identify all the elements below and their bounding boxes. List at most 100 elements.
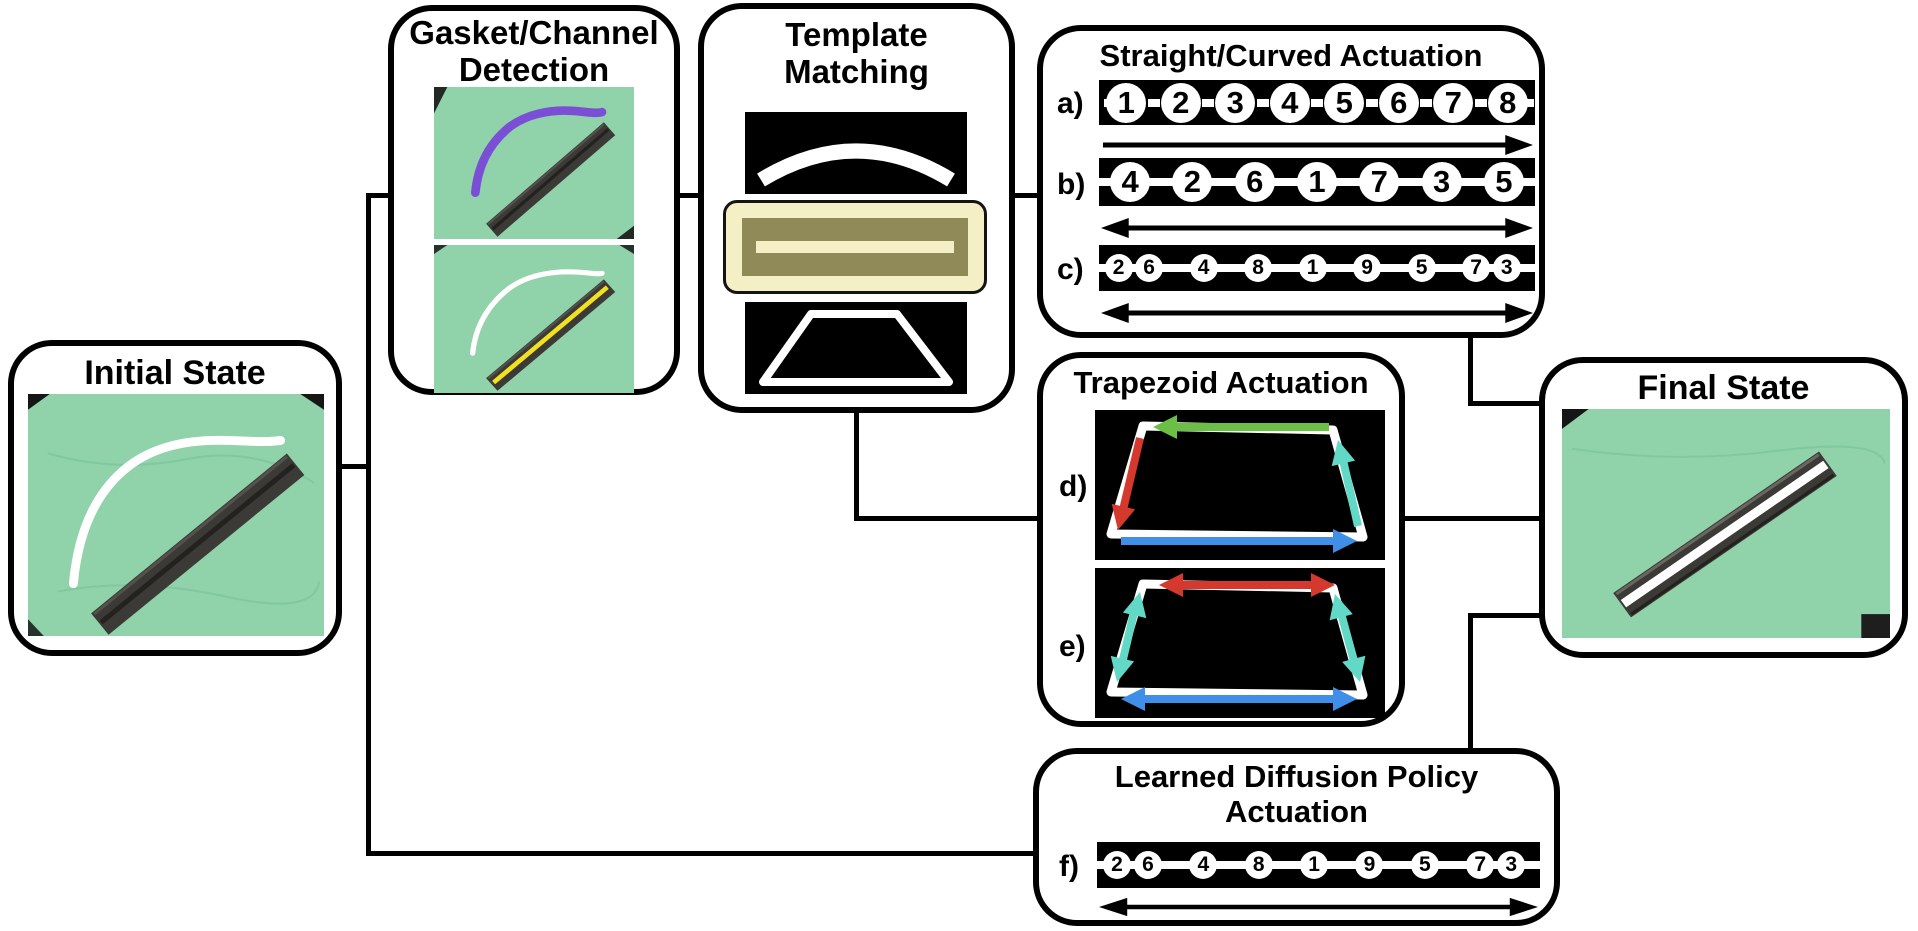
sequence-step: 9: [1355, 851, 1384, 879]
row-a-arrow: [1099, 133, 1535, 157]
row-c-arrow: [1099, 301, 1535, 325]
final-state-box: Final State: [1539, 357, 1908, 658]
sequence-step: 6: [1133, 851, 1162, 879]
trapezoid-template-image: [745, 302, 967, 394]
connector-trapezoid-to-final: [1402, 516, 1545, 521]
connector-diffusion-up: [1468, 613, 1473, 752]
connector-straight-down: [1468, 335, 1473, 406]
channel-highlight-yellow: [492, 285, 609, 385]
sequence-edge-dash: [1525, 98, 1535, 107]
sequence-step: 1: [1297, 162, 1337, 202]
trapezoid-template: [745, 302, 967, 394]
sequence-step: 5: [1410, 851, 1439, 879]
trapezoid-d-image: [1095, 410, 1385, 560]
gasket-cord: [470, 269, 605, 356]
gasket-cord: [68, 435, 286, 589]
straight-template-selected: [723, 200, 987, 294]
final-scene-image: [1562, 409, 1890, 638]
sequence-step: 5: [1407, 254, 1436, 282]
direction-arrow-graphic: [1102, 135, 1534, 155]
gasket-detection-box: Gasket/Channel Detection: [388, 5, 680, 395]
sequence-step: 9: [1353, 254, 1382, 282]
sequence-step: 2: [1172, 162, 1213, 202]
trapezoid-actuation-box: Trapezoid Actuation d) e): [1037, 352, 1405, 727]
channel-bar: [91, 453, 305, 635]
straight-template-line: [755, 241, 955, 253]
sequence-step: 7: [1462, 254, 1491, 282]
sequence-step: 1: [1106, 82, 1147, 123]
gasket-mask-image: [434, 87, 634, 239]
template-matching-title: Template Matching: [704, 16, 1009, 91]
final-state-photo: [1562, 409, 1890, 638]
connector-trunk-to-diffusion: [366, 851, 1038, 856]
connector-trunk-to-gasket: [366, 193, 392, 198]
trapezoid-actuation-e: [1095, 568, 1385, 718]
initial-state-box: Initial State: [8, 340, 342, 656]
connector-gasket-to-template: [676, 193, 702, 198]
sequence-dash: [1311, 98, 1323, 107]
initial-scene-image: [28, 394, 324, 636]
row-d-label: d): [1059, 470, 1088, 503]
connector-initial-to-trunk: [340, 464, 370, 469]
sequence-step: 8: [1487, 82, 1528, 123]
diffusion-title-line1: Learned Diffusion Policy: [1114, 759, 1479, 794]
gasket-highlight-purple: [471, 106, 607, 198]
sequence-step: 2: [1104, 254, 1133, 282]
template-title-line2: Matching: [784, 52, 929, 90]
sequence-step: 7: [1466, 851, 1495, 879]
initial-state-title: Initial State: [84, 354, 266, 392]
sequence-step: 4: [1189, 851, 1218, 879]
sequence-step: 4: [1110, 162, 1151, 202]
row-f-label: f): [1059, 850, 1079, 883]
curved-template: [745, 112, 967, 194]
sequence-step: 2: [1160, 82, 1201, 123]
straight-curved-title: Straight/Curved Actuation: [1099, 38, 1483, 73]
sequence-dash: [1474, 98, 1487, 107]
diffusion-title-line2: Actuation: [1225, 793, 1368, 829]
sequence-dash: [1365, 98, 1378, 107]
curved-template-image: [745, 112, 967, 194]
sequence-step: 7: [1359, 162, 1400, 202]
trapezoid-e-image: [1095, 568, 1385, 718]
row-b-arrow: [1099, 216, 1535, 240]
sequence-step: 8: [1244, 851, 1273, 879]
sequence-step: 8: [1244, 254, 1273, 282]
connector-template-to-trapezoid: [854, 516, 1040, 521]
sequence-dash: [1202, 98, 1214, 107]
inserted-gasket-stripe: [1620, 460, 1829, 608]
row-a-label: a): [1057, 87, 1084, 120]
trapezoid-actuation-title: Trapezoid Actuation: [1073, 365, 1369, 400]
sequence-step: 7: [1433, 82, 1474, 123]
row-b-label: b): [1057, 168, 1086, 201]
initial-state-photo: [28, 394, 324, 636]
connector-template-down: [854, 410, 859, 521]
straight-template-image: [742, 218, 968, 276]
trapezoid-actuation-d: [1095, 410, 1385, 560]
sequence-step: 3: [1497, 851, 1526, 879]
sequence-step: 1: [1300, 851, 1329, 879]
row-f-arrow: [1097, 896, 1540, 918]
gasket-detection-title-line2: Detection: [458, 50, 610, 88]
gasket-mask-photo: [434, 87, 634, 239]
sequence-step: 5: [1324, 82, 1365, 123]
row-e-label: e): [1059, 630, 1086, 663]
gasket-detection-title: Gasket/Channel Detection: [394, 14, 674, 89]
sequence-step: 5: [1483, 162, 1524, 202]
diffusion-policy-title: Learned Diffusion Policy Actuation: [1039, 759, 1554, 829]
connector-trunk-vertical: [366, 193, 371, 856]
template-title-line1: Template: [785, 16, 928, 53]
template-matching-box: Template Matching: [698, 3, 1015, 413]
sequence-step: 6: [1234, 162, 1275, 202]
sequence-step: 3: [1492, 254, 1521, 282]
sequence-step: 6: [1135, 254, 1164, 282]
connector-template-to-straight: [1012, 193, 1040, 198]
channel-bar: [486, 122, 616, 237]
direction-arrow-graphic: [1100, 303, 1534, 323]
sequence-step: 4: [1189, 254, 1218, 282]
